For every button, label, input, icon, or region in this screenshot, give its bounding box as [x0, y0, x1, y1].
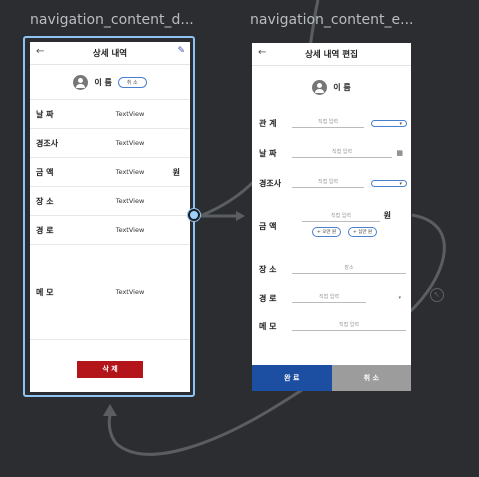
row-label: 경 로 [36, 225, 54, 235]
row-label: 관 계 [259, 118, 277, 128]
row-value: TextView [115, 288, 145, 296]
frame-title-edit[interactable]: navigation_content_e... [250, 12, 414, 28]
row-label: 경조사 [259, 178, 282, 188]
detail-row-date: 날 짜 TextView [30, 99, 190, 128]
chevron-down-icon[interactable]: ▾ [398, 295, 401, 301]
row-label: 메 모 [36, 287, 54, 297]
back-arrow-icon[interactable]: ← [36, 46, 45, 57]
row-label: 금 액 [36, 167, 54, 177]
row-value: TextView [115, 197, 145, 205]
done-button[interactable]: 완 료 [252, 365, 332, 391]
detail-row-amount: 금 액 TextView 원 [30, 157, 190, 186]
edit-profile: 이 름 [252, 66, 411, 108]
event-dropdown[interactable]: ▾ [371, 179, 407, 187]
profile-name: 이 름 [94, 77, 112, 87]
deeplink-icon[interactable]: ↖ [430, 288, 444, 302]
detail-profile: 이 름 취 소 [30, 65, 190, 99]
return-arrow-head [103, 404, 117, 416]
amount-input[interactable]: 직접 입력 [302, 212, 380, 222]
detail-app-bar: ← 상세 내역 ✎ [30, 42, 190, 65]
event-input[interactable]: 직접 입력 [292, 178, 364, 188]
amount-unit: 원 [172, 167, 180, 177]
edit-pencil-icon[interactable]: ✎ [177, 46, 185, 56]
edit-row-place: 장 소 장소 [252, 254, 411, 284]
row-label: 날 짜 [259, 148, 277, 158]
detail-screen[interactable]: ← 상세 내역 ✎ 이 름 취 소 날 짜 TextView 경조사 TextV… [30, 42, 190, 392]
calendar-icon[interactable]: ▦ [396, 149, 403, 157]
route-input[interactable]: 직접 입력 [292, 293, 366, 303]
edit-row-route: 경 로 직접 입력 ▾ [252, 284, 411, 312]
add-50000-button[interactable]: + 오만 원 [312, 227, 342, 237]
back-arrow-icon[interactable]: ← [258, 47, 267, 58]
edit-row-memo: 메 모 직접 입력 [252, 312, 411, 340]
edit-row-event: 경조사 직접 입력 ▾ [252, 168, 411, 198]
detail-row-place: 장 소 TextView [30, 186, 190, 215]
row-label: 경조사 [36, 138, 59, 148]
row-value: TextView [115, 226, 145, 234]
frame-title-detail[interactable]: navigation_content_d... [30, 12, 194, 28]
row-value: TextView [115, 168, 145, 176]
action-arrow-head [236, 211, 245, 221]
detail-title: 상세 내역 [92, 49, 128, 59]
row-label: 경 로 [259, 293, 277, 303]
memo-input[interactable]: 직접 입력 [292, 321, 406, 331]
edit-title: 상세 내역 편집 [305, 50, 358, 60]
edit-app-bar: ← 상세 내역 편집 [252, 43, 411, 66]
edit-screen[interactable]: ← 상세 내역 편집 이 름 관 계 직접 입력 ▾ 날 짜 직접 입력 ▦ 경… [252, 43, 411, 391]
date-input[interactable]: 직접 입력 [292, 148, 392, 158]
detail-row-memo: 메 모 TextView [30, 244, 190, 339]
edit-bottom-bar: 완 료 취 소 [252, 365, 411, 391]
edit-row-date: 날 짜 직접 입력 ▦ [252, 138, 411, 168]
delete-button[interactable]: 삭 제 [77, 360, 143, 378]
profile-name: 이 름 [333, 82, 351, 92]
amount-unit: 원 [383, 211, 391, 220]
cancel-button[interactable]: 취 소 [331, 365, 411, 391]
profile-cancel-button[interactable]: 취 소 [117, 76, 147, 88]
edit-row-relation: 관 계 직접 입력 ▾ [252, 108, 411, 138]
row-label: 메 모 [259, 321, 277, 331]
place-input[interactable]: 장소 [292, 264, 406, 274]
row-label: 장 소 [36, 196, 54, 206]
row-value: TextView [115, 110, 145, 118]
detail-row-route: 경 로 TextView [30, 215, 190, 244]
edit-row-amount: 금 액 직접 입력 원 + 오만 원 + 십만 원 [252, 198, 411, 254]
row-label: 날 짜 [36, 109, 54, 119]
detail-row-event: 경조사 TextView [30, 128, 190, 157]
action-connector-handle[interactable] [188, 209, 200, 221]
row-label: 장 소 [259, 264, 277, 274]
add-100000-button[interactable]: + 십만 원 [348, 227, 378, 237]
avatar-icon [73, 74, 89, 90]
row-label: 금 액 [259, 221, 277, 231]
avatar-icon [312, 79, 328, 95]
relation-input[interactable]: 직접 입력 [292, 118, 364, 128]
delete-area: 삭 제 [30, 339, 190, 392]
row-value: TextView [115, 139, 145, 147]
relation-dropdown[interactable]: ▾ [371, 119, 407, 127]
